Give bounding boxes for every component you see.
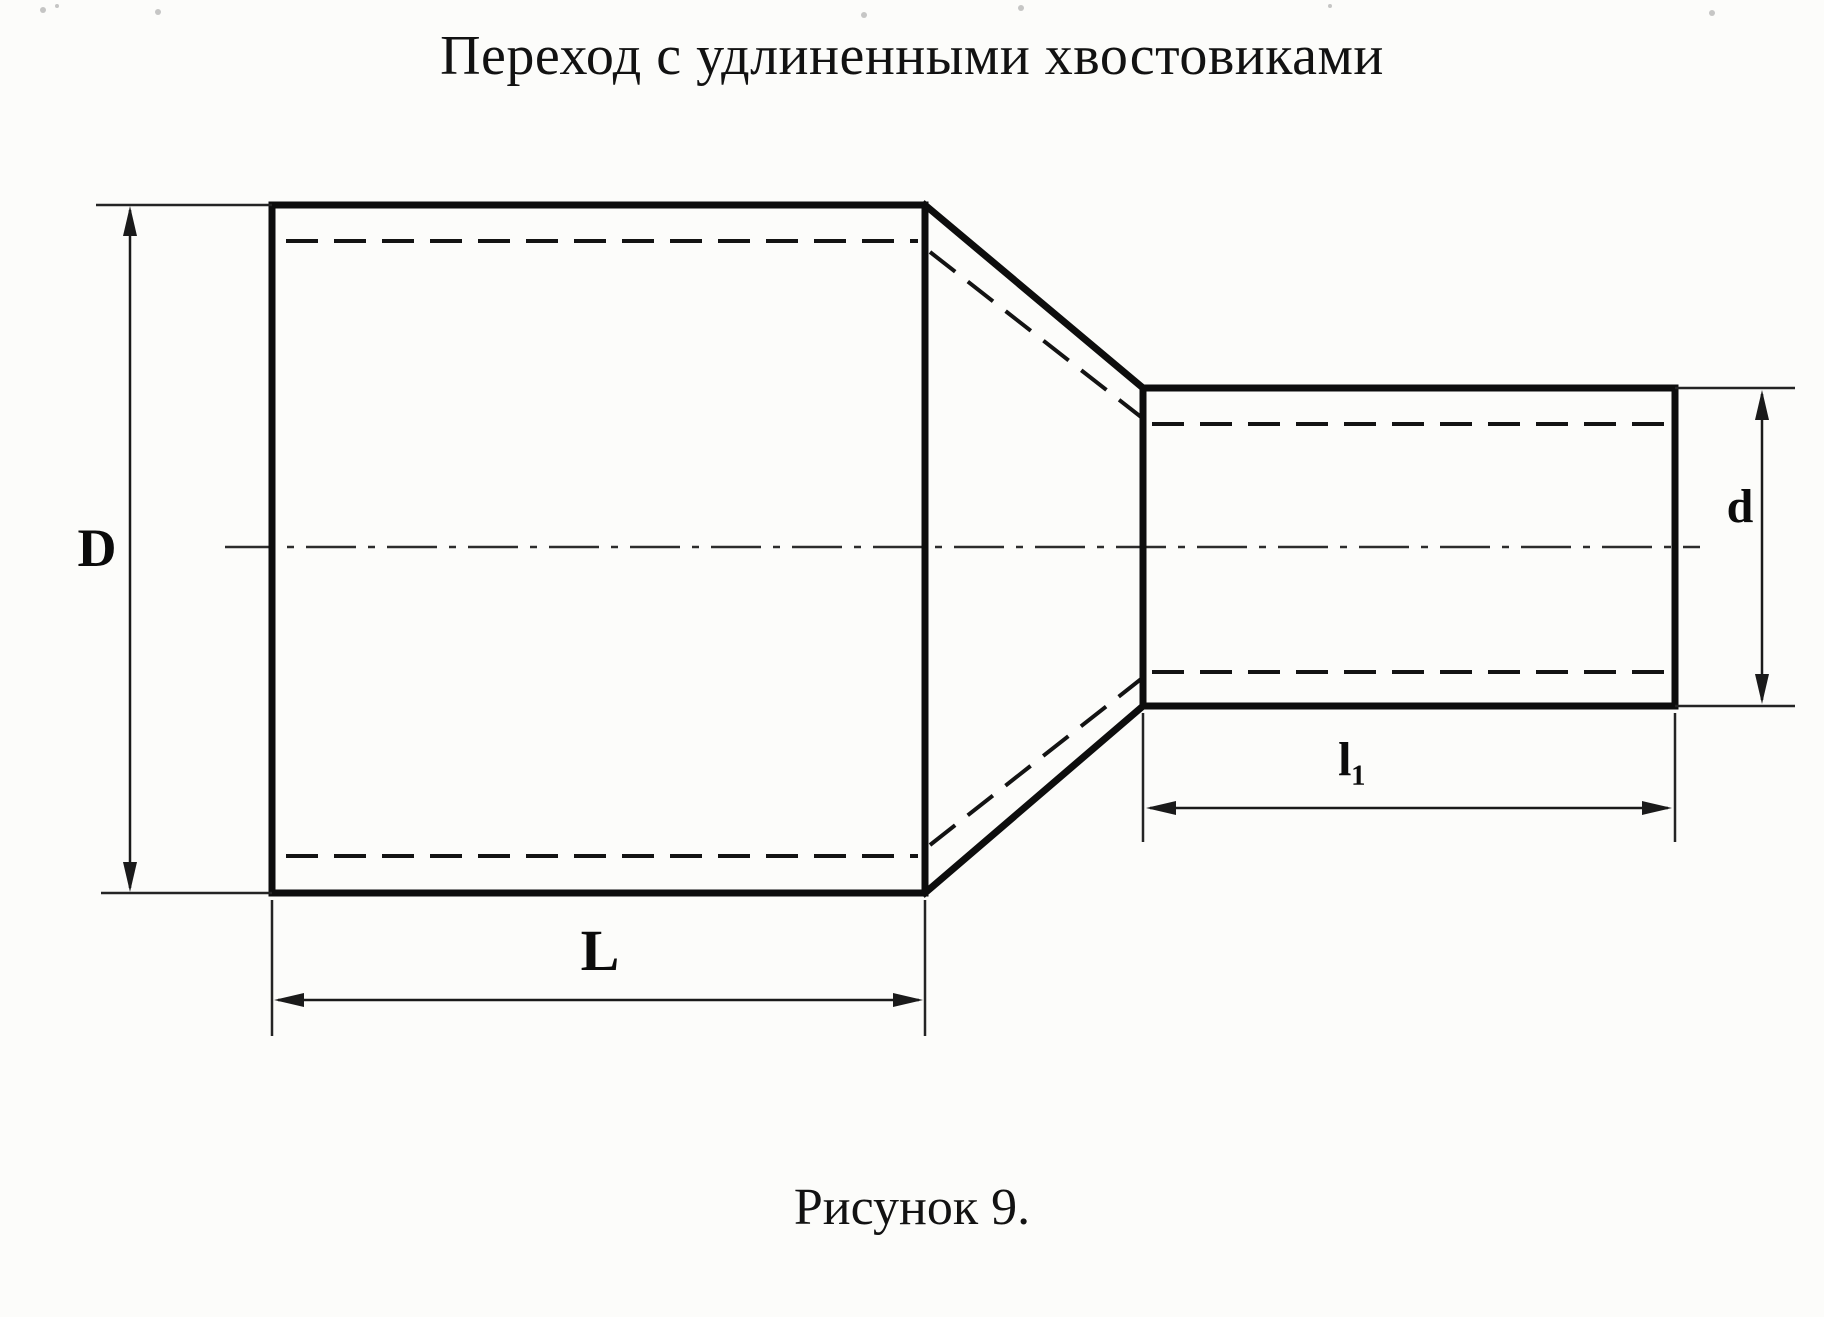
cone-bottom <box>920 701 1148 898</box>
hidden-bore-lines <box>286 239 1666 858</box>
arrow-D-down <box>123 862 137 892</box>
figure-caption: Рисунок 9. <box>793 1179 1031 1236</box>
dim-label-large-length: L <box>581 918 620 983</box>
reducer-outline <box>268 200 1679 898</box>
dim-label-large-diameter: D <box>78 518 117 578</box>
arrow-l1-left <box>1146 801 1176 815</box>
bore-cone-bottom <box>928 670 1152 847</box>
cone-top <box>920 200 1148 393</box>
arrow-l1-right <box>1642 801 1672 815</box>
arrow-d-down <box>1755 674 1769 704</box>
arrow-L-right <box>893 993 923 1007</box>
scan-specks <box>40 4 1715 18</box>
dim-label-small-length: l₁ <box>1338 733 1366 786</box>
dimension-lines <box>128 210 1764 1002</box>
arrow-L-left <box>274 993 304 1007</box>
drawing-title: Переход с удлиненными хвостовиками <box>440 25 1384 87</box>
dimension-arrowheads <box>123 206 1769 1007</box>
bore-cone-top <box>928 250 1152 426</box>
arrow-D-up <box>123 206 137 236</box>
extension-lines <box>96 203 1795 1036</box>
arrow-d-up <box>1755 390 1769 420</box>
dim-label-small-diameter: d <box>1727 480 1754 533</box>
